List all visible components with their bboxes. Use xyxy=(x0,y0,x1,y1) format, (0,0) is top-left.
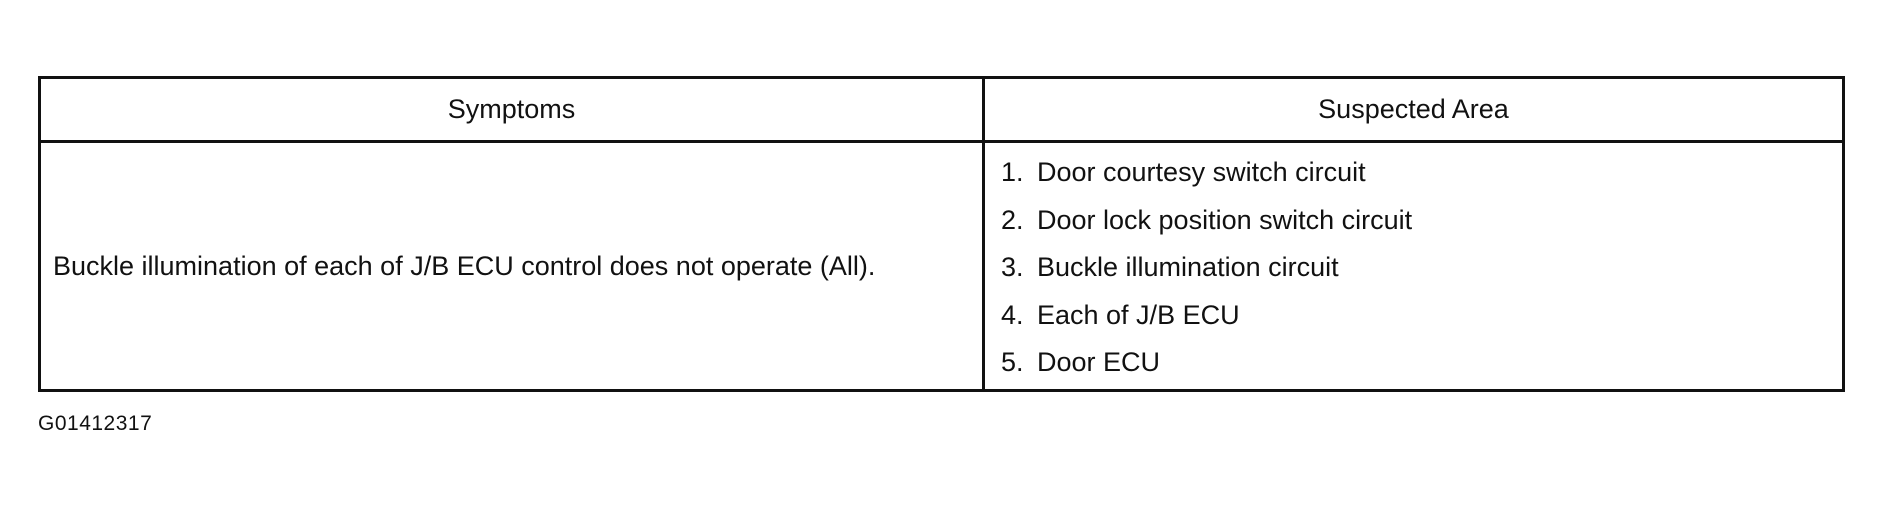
list-item: 5. Door ECU xyxy=(1001,339,1842,387)
suspected-area-list: 1. Door courtesy switch circuit 2. Door lo… xyxy=(1001,149,1842,387)
header-suspected-area: Suspected Area xyxy=(982,76,1845,143)
table-row: Buckle illumination of each of J/B ECU c… xyxy=(38,140,1845,392)
list-item-number: 5. xyxy=(1001,347,1024,378)
list-item: 4. Each of J/B ECU xyxy=(1001,292,1842,340)
list-item-number: 4. xyxy=(1001,299,1024,330)
list-item: 2. Door lock position switch circuit xyxy=(1001,197,1842,245)
symptom-cell: Buckle illumination of each of J/B ECU c… xyxy=(38,140,985,392)
list-item-number: 2. xyxy=(1001,204,1024,235)
list-item: 1. Door courtesy switch circuit xyxy=(1001,149,1842,197)
suspected-area-cell: 1. Door courtesy switch circuit 2. Door lo… xyxy=(982,140,1845,392)
list-item-text: Door ECU xyxy=(1037,347,1161,378)
table-header-row: Symptoms Suspected Area xyxy=(38,76,1845,143)
figure-id: G01412317 xyxy=(38,412,153,435)
list-item-text: Each of J/B ECU xyxy=(1037,299,1240,330)
list-item: 3. Buckle illumination circuit xyxy=(1001,244,1842,292)
list-item-text: Door courtesy switch circuit xyxy=(1037,157,1366,188)
list-item-text: Buckle illumination circuit xyxy=(1037,252,1339,283)
list-item-number: 3. xyxy=(1001,252,1024,283)
list-item-text: Door lock position switch circuit xyxy=(1037,204,1413,235)
symptom-table: Symptoms Suspected Area Buckle illuminat… xyxy=(38,76,1845,392)
header-symptoms: Symptoms xyxy=(38,76,985,143)
list-item-number: 1. xyxy=(1001,157,1024,188)
